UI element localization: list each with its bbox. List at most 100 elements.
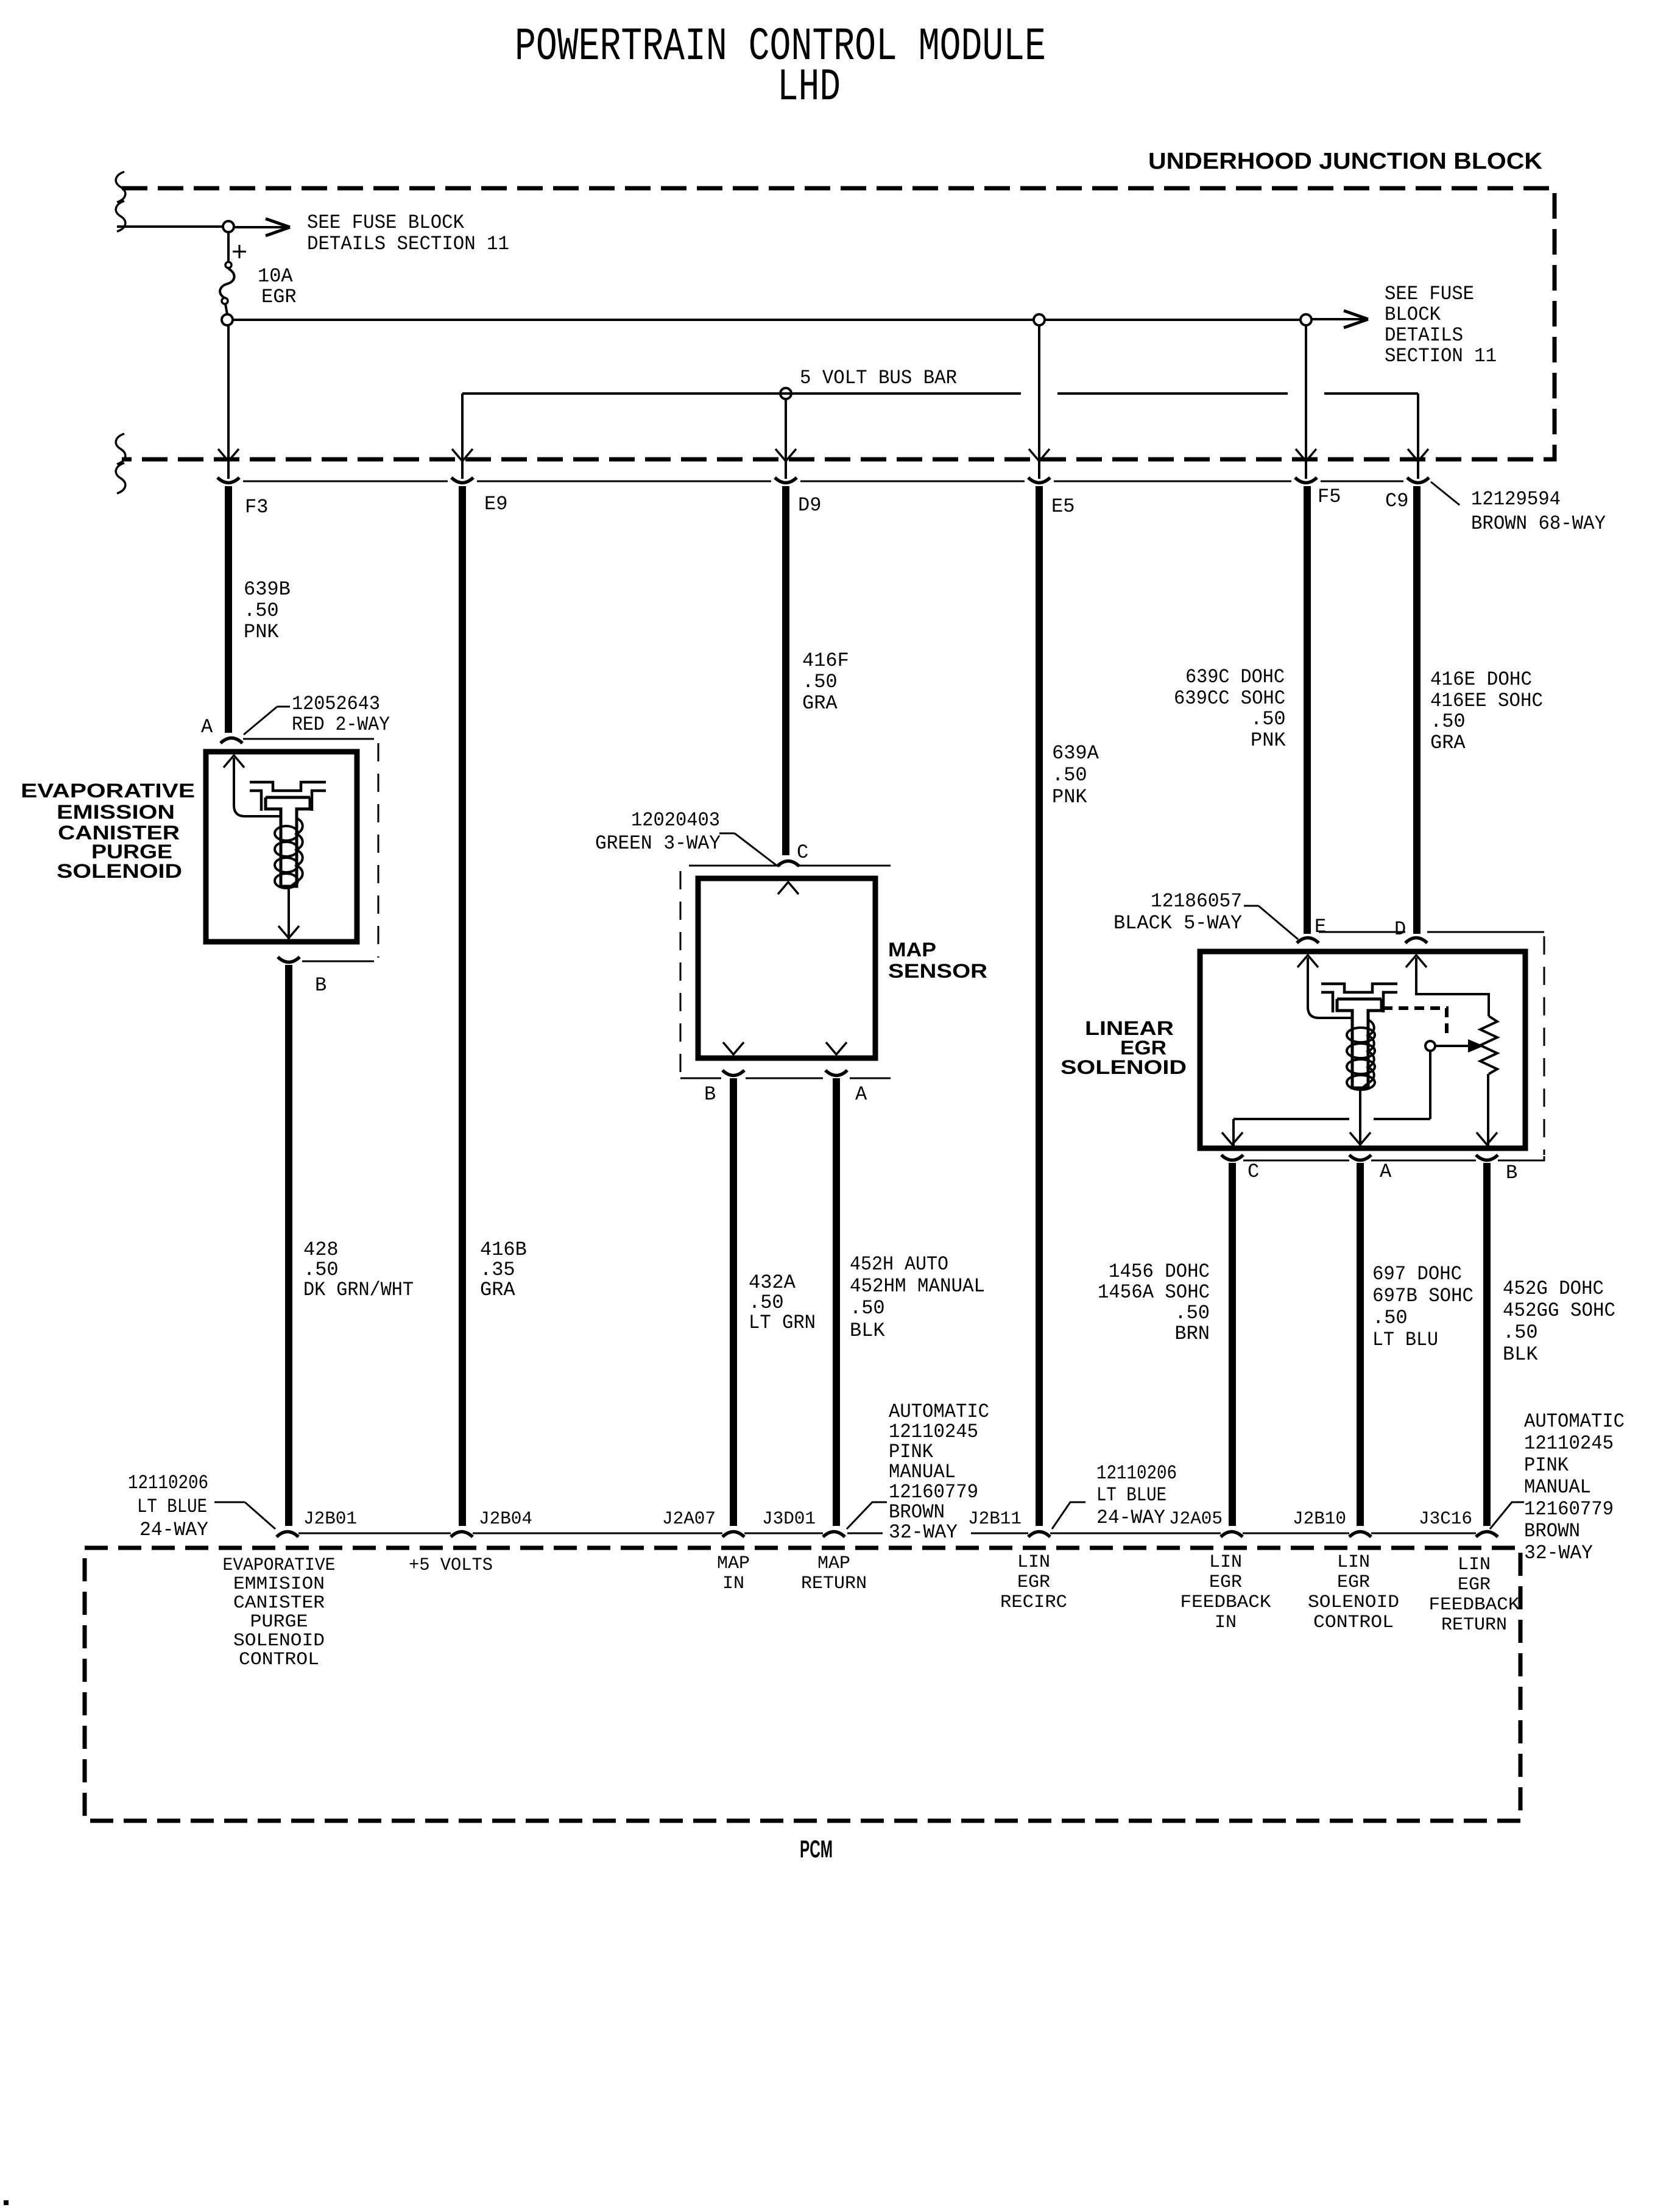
svg-text:D9: D9 (798, 494, 821, 517)
svg-text:.50: .50 (850, 1297, 885, 1319)
svg-text:12052643: 12052643 (292, 693, 380, 715)
svg-text:EVAPORATIVE: EVAPORATIVE (21, 780, 195, 802)
svg-text:RECIRC: RECIRC (1000, 1592, 1067, 1613)
svg-text:MAP: MAP (717, 1553, 750, 1574)
svg-text:EGR: EGR (1458, 1575, 1491, 1595)
svg-text:697 DOHC: 697 DOHC (1372, 1263, 1462, 1285)
svg-text:EMMISION: EMMISION (233, 1574, 325, 1595)
svg-text:12110245: 12110245 (1524, 1432, 1614, 1455)
svg-text:SOLENOID: SOLENOID (233, 1631, 325, 1651)
svg-text:POWERTRAIN CONTROL MODULE: POWERTRAIN CONTROL MODULE (515, 21, 1046, 73)
svg-text:.35: .35 (480, 1259, 515, 1281)
svg-text:EVAPORATIVE: EVAPORATIVE (223, 1555, 336, 1576)
svg-text:12110245: 12110245 (889, 1421, 978, 1443)
svg-text:LIN: LIN (1337, 1552, 1370, 1573)
svg-text:B: B (1506, 1162, 1517, 1184)
svg-text:24-WAY: 24-WAY (139, 1519, 208, 1541)
svg-text:PNK: PNK (1052, 786, 1087, 808)
svg-text:.50: .50 (303, 1259, 339, 1281)
svg-text:FEEDBACK: FEEDBACK (1181, 1592, 1271, 1613)
svg-text:RETURN: RETURN (1441, 1615, 1507, 1636)
svg-text:1456 DOHC: 1456 DOHC (1109, 1260, 1210, 1283)
svg-text:LT BLUE: LT BLUE (1096, 1484, 1166, 1506)
svg-text:DETAILS SECTION 11: DETAILS SECTION 11 (307, 233, 509, 255)
svg-text:UNDERHOOD JUNCTION BLOCK: UNDERHOOD JUNCTION BLOCK (1148, 149, 1543, 174)
svg-text:LT GRN: LT GRN (749, 1312, 816, 1334)
svg-text:EGR: EGR (1209, 1572, 1242, 1593)
svg-text:D: D (1394, 918, 1406, 941)
svg-text:FEEDBACK: FEEDBACK (1429, 1595, 1520, 1615)
svg-text:12186057: 12186057 (1151, 890, 1242, 913)
svg-text:BLK: BLK (850, 1319, 885, 1342)
svg-text:452HM MANUAL: 452HM MANUAL (850, 1275, 985, 1297)
svg-text:.50: .50 (802, 671, 838, 693)
svg-text:639A: 639A (1052, 742, 1099, 764)
svg-text:F5: F5 (1318, 485, 1341, 508)
svg-text:EGR: EGR (1120, 1037, 1166, 1059)
svg-text:GRA: GRA (802, 692, 838, 715)
svg-text:12160779: 12160779 (1524, 1498, 1614, 1520)
svg-text:GRA: GRA (480, 1279, 515, 1301)
svg-text:12110206: 12110206 (1096, 1462, 1177, 1485)
svg-text:416B: 416B (480, 1238, 527, 1261)
svg-text:CONTROL: CONTROL (239, 1650, 319, 1670)
svg-text:PNK: PNK (244, 621, 279, 643)
svg-text:MAP: MAP (888, 939, 936, 961)
svg-text:428: 428 (303, 1238, 339, 1261)
svg-text:J2B10: J2B10 (1293, 1509, 1346, 1530)
svg-text:LHD: LHD (777, 62, 841, 113)
svg-text:MAP: MAP (817, 1553, 850, 1574)
svg-text:B: B (315, 974, 326, 997)
svg-text:AUTOMATIC: AUTOMATIC (1524, 1410, 1625, 1433)
svg-text:639C DOHC: 639C DOHC (1185, 666, 1285, 688)
svg-text:12110206: 12110206 (128, 1472, 208, 1494)
svg-text:RETURN: RETURN (801, 1573, 867, 1594)
svg-text:LIN: LIN (1017, 1552, 1050, 1573)
svg-text:IN: IN (722, 1573, 744, 1594)
svg-text:SEE FUSE: SEE FUSE (1385, 283, 1474, 305)
svg-text:C: C (797, 841, 808, 864)
svg-text:DK GRN/WHT: DK GRN/WHT (303, 1279, 414, 1301)
svg-text:IN: IN (1215, 1612, 1237, 1633)
svg-text:.50: .50 (244, 599, 279, 622)
svg-text:32-WAY: 32-WAY (889, 1521, 958, 1544)
svg-text:BLOCK: BLOCK (1385, 303, 1441, 326)
svg-text:452GG SOHC: 452GG SOHC (1503, 1299, 1615, 1322)
svg-text:LIN: LIN (1209, 1552, 1242, 1573)
svg-text:DETAILS: DETAILS (1385, 324, 1463, 347)
svg-text:EGR: EGR (1017, 1572, 1050, 1593)
svg-text:EMISSION: EMISSION (57, 801, 175, 823)
svg-text:+5 VOLTS: +5 VOLTS (409, 1555, 493, 1576)
svg-text:LIN: LIN (1458, 1555, 1491, 1575)
svg-text:E5: E5 (1051, 495, 1075, 518)
svg-text:BLACK 5-WAY: BLACK 5-WAY (1114, 912, 1242, 934)
svg-text:12160779: 12160779 (889, 1481, 978, 1503)
svg-text:CANISTER: CANISTER (233, 1593, 325, 1614)
svg-text:AUTOMATIC: AUTOMATIC (889, 1400, 989, 1423)
svg-text:416EE SOHC: 416EE SOHC (1430, 690, 1543, 712)
svg-text:SEE FUSE BLOCK: SEE FUSE BLOCK (307, 211, 465, 234)
svg-text:SOLENOID: SOLENOID (57, 860, 182, 882)
svg-text:PURGE: PURGE (91, 841, 172, 863)
svg-text:PNK: PNK (1251, 729, 1286, 752)
svg-text:SECTION 11: SECTION 11 (1385, 345, 1497, 367)
svg-text:452H AUTO: 452H AUTO (850, 1253, 948, 1276)
svg-text:MANUAL: MANUAL (889, 1461, 956, 1483)
svg-text:BRN: BRN (1174, 1322, 1210, 1345)
svg-text:639CC SOHC: 639CC SOHC (1174, 687, 1285, 710)
svg-text:.50: .50 (1372, 1307, 1408, 1329)
svg-text:12020403: 12020403 (631, 809, 720, 831)
svg-text:A: A (1380, 1160, 1392, 1183)
svg-text:.50: .50 (1174, 1302, 1210, 1324)
svg-text:SENSOR: SENSOR (888, 960, 987, 982)
svg-text:E9: E9 (484, 493, 507, 515)
svg-text:J2B04: J2B04 (479, 1509, 532, 1530)
svg-text:F3: F3 (245, 496, 268, 518)
svg-text:J2A05: J2A05 (1169, 1509, 1223, 1530)
svg-text:SOLENOID: SOLENOID (1308, 1592, 1399, 1613)
svg-text:1456A SOHC: 1456A SOHC (1098, 1281, 1210, 1304)
svg-text:RED 2-WAY: RED 2-WAY (292, 713, 390, 736)
svg-text:32-WAY: 32-WAY (1524, 1542, 1593, 1564)
svg-text:452G DOHC: 452G DOHC (1503, 1277, 1604, 1300)
svg-text:C: C (1248, 1160, 1259, 1183)
